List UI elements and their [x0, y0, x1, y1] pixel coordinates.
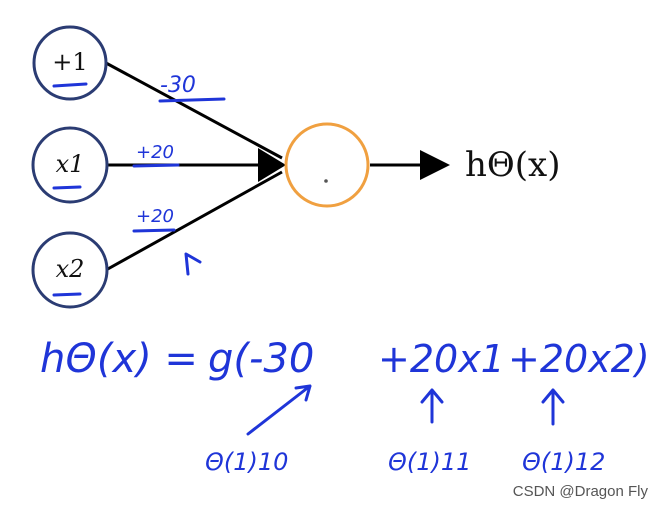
annotation-theta-12: Θ(1)12 [522, 448, 605, 476]
input-label-x2: x2 [56, 255, 85, 283]
annotation-arrow-bias [246, 384, 312, 436]
annotation-arrow-x1 [420, 388, 444, 424]
input-label-bias: +1 [52, 48, 87, 76]
edge-x2-to-neuron [105, 170, 283, 272]
weight-bias: -30 [160, 73, 196, 98]
weight-x2: +20 [136, 206, 174, 227]
hidden-neuron [284, 122, 370, 208]
annotation-theta-11: Θ(1)11 [388, 448, 471, 476]
arrowhead-icon [258, 148, 286, 182]
output-label: hΘ(x) [465, 145, 560, 185]
input-node-x2: x2 [31, 231, 109, 309]
formula-lhs: hΘ(x) = [40, 336, 198, 382]
input-label-x1: x1 [56, 150, 85, 178]
formula-term-bias: g(-30 [208, 336, 314, 382]
input-node-x1: x1 [31, 126, 109, 204]
input-node-bias: +1 [32, 25, 108, 101]
formula-term-x2: +20x2) [508, 337, 650, 381]
formula-term-x1: +20x1 [378, 337, 505, 381]
annotation-arrow-x2 [541, 388, 565, 426]
annotation-theta-10: Θ(1)10 [205, 448, 288, 476]
edge-bias-to-neuron [105, 61, 283, 160]
weight-x1: +20 [136, 142, 174, 163]
watermark: CSDN @Dragon Fly [513, 483, 649, 500]
pointer-arrow-icon [184, 252, 202, 276]
